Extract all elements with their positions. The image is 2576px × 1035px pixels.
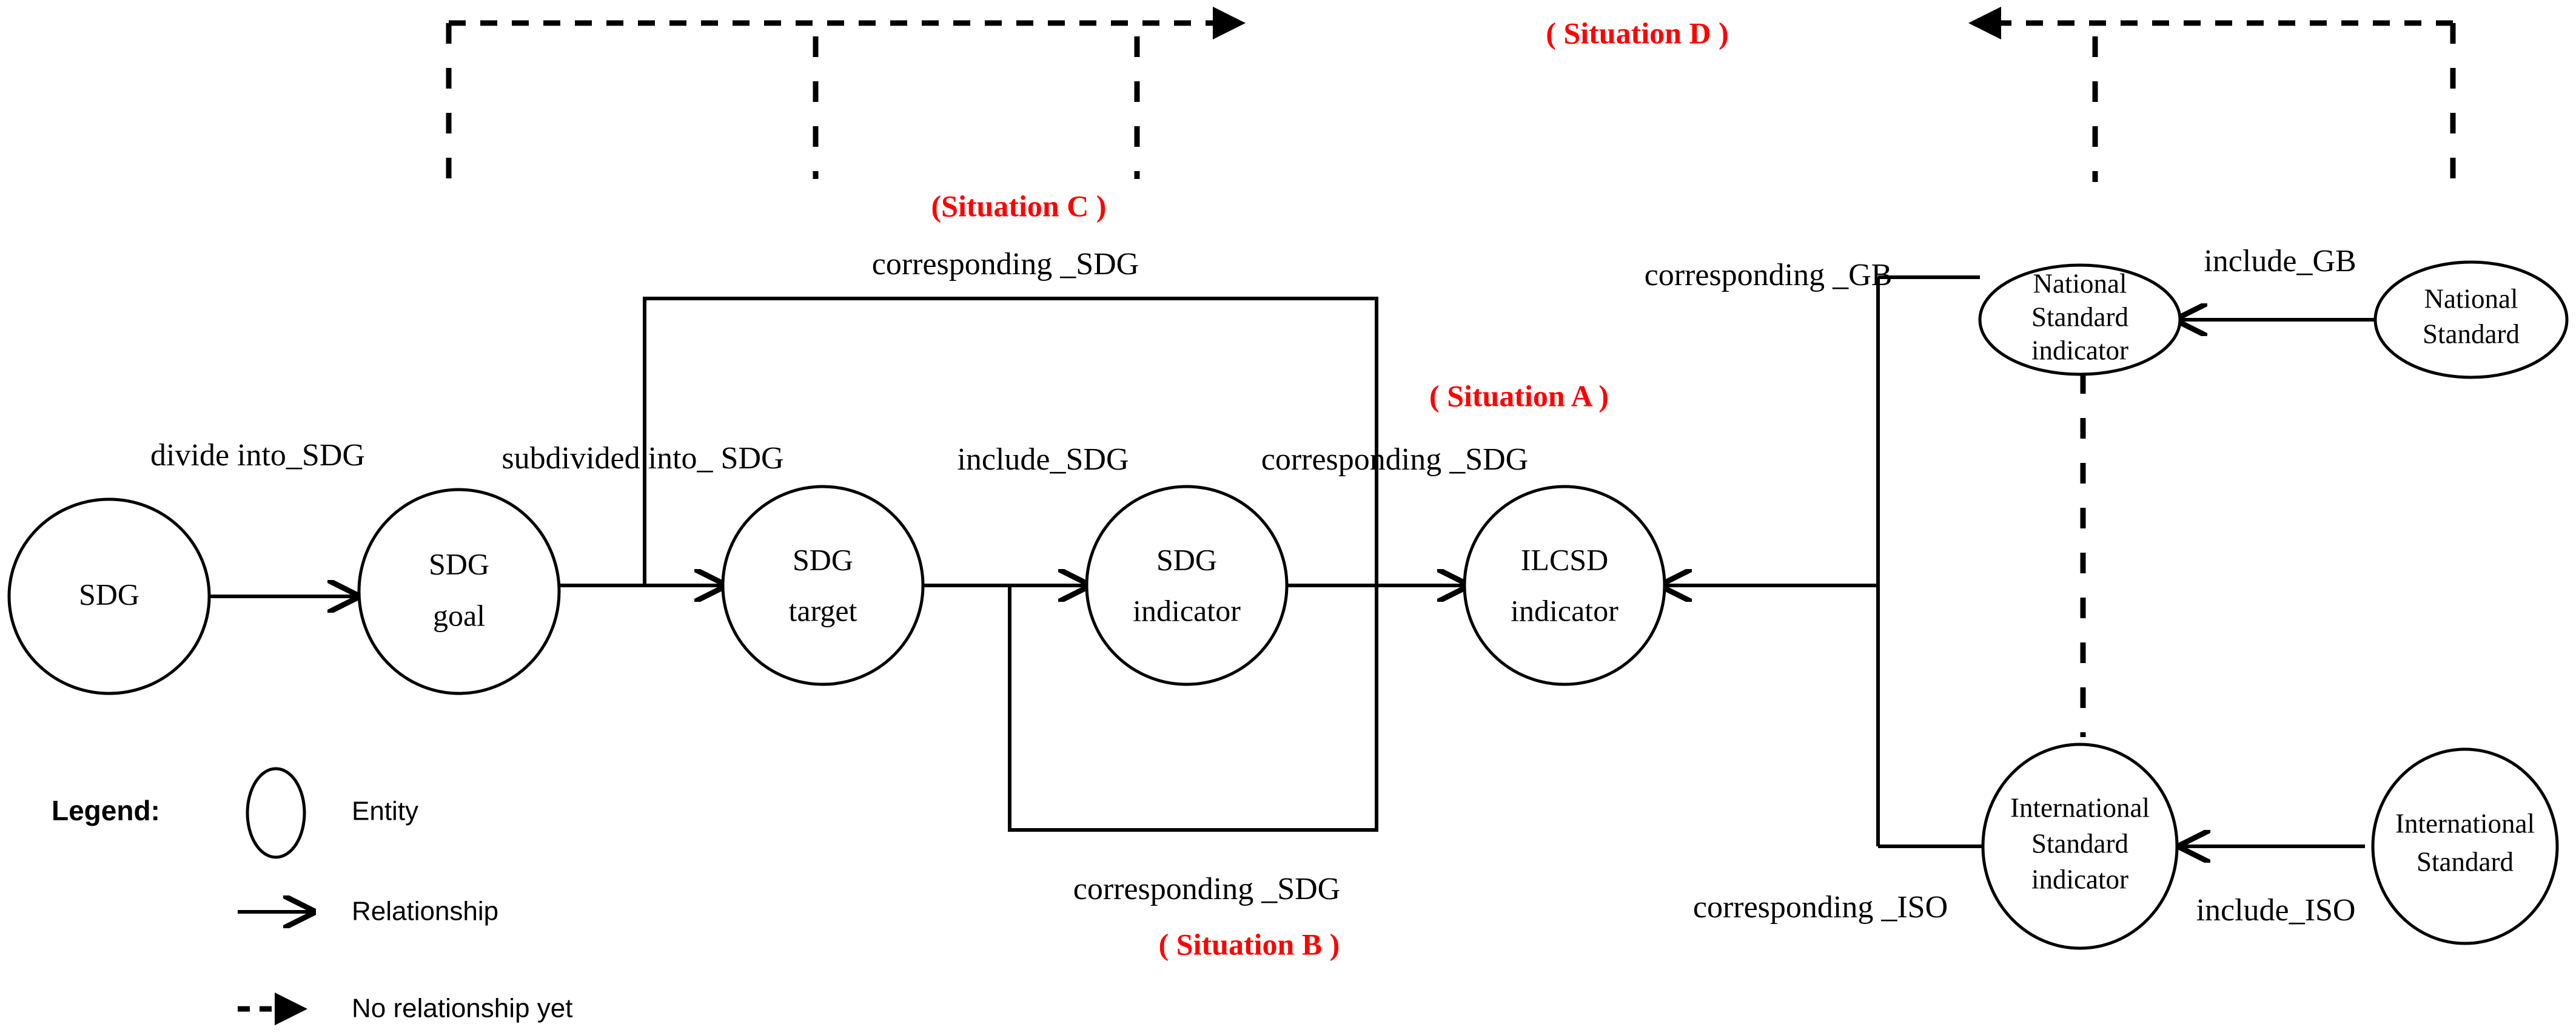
legend-item-entity: Entity	[246, 767, 418, 859]
entity-sdg-goal-ellipse	[357, 488, 561, 695]
entity-national-standard-indicator-label-line3: indicator	[2031, 335, 2128, 365]
relationship-label-include-sdg: include_SDG	[957, 442, 1129, 477]
entity-international-standard-indicator-label-line1: International	[2010, 792, 2150, 823]
entity-ilcsd-indicator-label-line2: indicator	[1511, 593, 1618, 627]
entity-international-standard-indicator-ellipse	[1981, 743, 2179, 950]
legend: Legend: Entity Relationship No relations…	[52, 767, 572, 1025]
entity-international-standard-indicator-label-line2: Standard	[2031, 828, 2128, 858]
situation-label-d: ( Situation D )	[1546, 16, 1728, 50]
entity-sdg-target-label-line1: SDG	[793, 542, 853, 576]
entity-sdg-indicator-ellipse	[1085, 485, 1289, 686]
entity-sdg-goal-label-line1: SDG	[429, 547, 489, 581]
entity-national-standard-indicator-label-line2: Standard	[2031, 302, 2128, 332]
entity-national-standard-label-line1: National	[2424, 283, 2518, 314]
entity-international-standard-ellipse	[2371, 747, 2559, 945]
entity-international-standard-label-line1: International	[2395, 808, 2535, 838]
situation-c-connector	[643, 297, 1378, 585]
situation-label-c: (Situation C )	[931, 189, 1107, 223]
entity-international-standard[interactable]: International Standard	[2371, 747, 2559, 945]
entity-national-standard-label-line2: Standard	[2423, 319, 2520, 349]
legend-title: Legend:	[52, 795, 160, 826]
entity-international-standard-indicator-label-line3: indicator	[2031, 864, 2128, 894]
relationship-label-include-gb: include_GB	[2204, 244, 2356, 278]
legend-item-relationship-label: Relationship	[352, 897, 498, 926]
entity-sdg-indicator[interactable]: SDG indicator	[1085, 485, 1289, 686]
entity-ilcsd-indicator-label-line1: ILCSD	[1521, 542, 1608, 576]
entity-national-standard-indicator[interactable]: National Standard indicator	[1978, 263, 2182, 376]
situation-label-a: ( Situation A )	[1429, 379, 1609, 413]
relationship-label-corresponding-sdg-c: corresponding _SDG	[872, 247, 1139, 282]
relationship-arrows	[209, 320, 2374, 846]
legend-item-entity-label: Entity	[352, 797, 418, 826]
relationship-label-corresponding-sdg-a: corresponding _SDG	[1261, 442, 1529, 477]
relationship-label-corresponding-sdg-b: corresponding _SDG	[1073, 872, 1341, 906]
entity-sdg[interactable]: SDG	[7, 497, 211, 695]
entity-international-standard-indicator[interactable]: International Standard indicator	[1981, 743, 2179, 950]
entity-sdg-goal-label-line2: goal	[433, 598, 485, 632]
situation-d-dashed-path	[1968, 7, 2456, 182]
entity-national-standard[interactable]: National Standard	[2373, 260, 2569, 379]
legend-item-no-relationship-label: No relationship yet	[352, 994, 572, 1023]
relationship-label-corresponding-gb: corresponding _GB	[1645, 258, 1893, 292]
relationship-label-corresponding-iso: corresponding _ISO	[1693, 890, 1948, 925]
relationship-label-subdivided-into-sdg: subdivided into_ SDG	[501, 441, 783, 476]
entity-sdg-target[interactable]: SDG target	[721, 485, 925, 686]
entity-sdg-indicator-label-line1: SDG	[1156, 542, 1217, 576]
situation-label-group: ( Situation A ) ( Situation B ) (Situati…	[931, 16, 1729, 961]
relationship-label-group: divide into_SDG subdivided into_ SDG inc…	[150, 244, 2356, 928]
relationship-label-include-iso: include_ISO	[2196, 893, 2356, 928]
entity-sdg-target-ellipse	[721, 485, 925, 686]
entity-international-standard-label-line2: Standard	[2417, 846, 2514, 877]
situation-c-dashed-path	[446, 7, 1246, 179]
situation-label-b: ( Situation B )	[1159, 927, 1340, 961]
entity-sdg-ellipse	[7, 497, 211, 695]
entity-national-standard-indicator-ellipse	[1978, 263, 2182, 376]
entity-sdg-goal[interactable]: SDG goal	[357, 488, 561, 695]
entity-national-standard-indicator-label-line1: National	[2033, 268, 2127, 298]
entity-sdg-target-label-line2: target	[789, 593, 857, 627]
legend-item-relationship: Relationship	[238, 897, 498, 926]
entity-national-standard-ellipse	[2373, 260, 2569, 379]
relationship-label-divide-into-sdg: divide into_SDG	[150, 438, 365, 473]
ellipse-icon	[246, 767, 306, 859]
legend-item-no-relationship: No relationship yet	[238, 993, 572, 1025]
entity-ilcsd-indicator-ellipse	[1463, 485, 1666, 686]
entity-ilcsd-indicator[interactable]: ILCSD indicator	[1463, 485, 1666, 686]
situation-b-connector	[1008, 585, 1378, 832]
entity-sdg-label-line1: SDG	[79, 577, 139, 611]
entity-sdg-indicator-label-line2: indicator	[1133, 593, 1241, 627]
